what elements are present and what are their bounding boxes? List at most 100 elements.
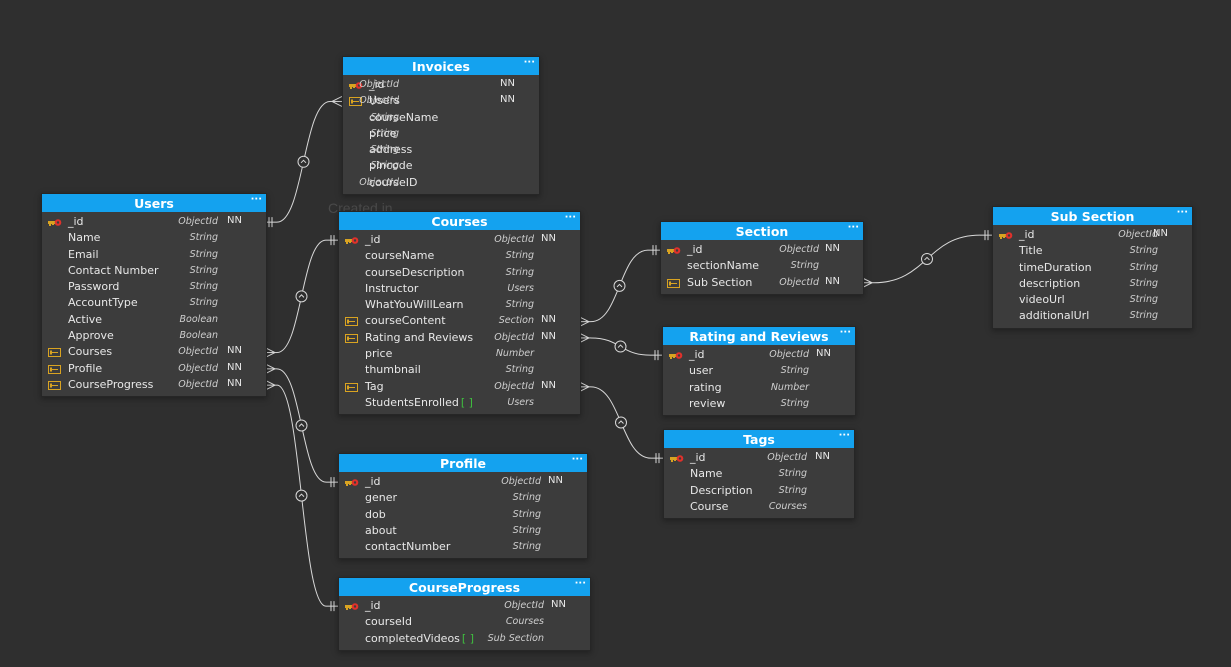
array-marker: [ ] [461, 631, 475, 645]
table-menu-icon[interactable]: ··· [564, 212, 576, 223]
field-name-text: Password [68, 280, 120, 294]
table-menu-icon[interactable]: ··· [1176, 207, 1188, 218]
field-name-text: _id [1019, 228, 1035, 241]
table-menu-icon[interactable]: ··· [571, 454, 583, 465]
field-name: _id [68, 215, 84, 228]
field-row[interactable]: Password String [42, 279, 266, 295]
table-header[interactable]: Section··· [661, 222, 863, 240]
table-header[interactable]: Profile··· [339, 454, 587, 472]
not-null-flag: NN [541, 330, 556, 342]
field-name: courseName [365, 249, 434, 262]
table-header[interactable]: Invoices··· [343, 57, 539, 75]
field-name: _id [689, 348, 705, 361]
table-header[interactable]: Tags··· [664, 430, 854, 448]
table-header[interactable]: Courses··· [339, 212, 580, 230]
field-name-text: Course [690, 499, 729, 513]
table-menu-icon[interactable]: ··· [574, 578, 586, 589]
table-header[interactable]: Users··· [42, 194, 266, 212]
table-header[interactable]: Sub Section··· [993, 207, 1192, 225]
field-row[interactable]: StudentsEnrolled[ ]Users [339, 395, 580, 411]
table-menu-icon[interactable]: ··· [839, 327, 851, 338]
table-header[interactable]: CourseProgress··· [339, 578, 590, 596]
not-null-flag: NN [227, 377, 242, 389]
table-menu-icon[interactable]: ··· [523, 57, 535, 68]
table-menu-icon[interactable]: ··· [250, 194, 262, 205]
field-type: ObjectId [767, 452, 807, 463]
relationship-line [873, 234, 981, 284]
field-type: String [189, 248, 218, 260]
field-type: ObjectId [494, 234, 534, 245]
table-header[interactable]: Rating and Reviews··· [663, 327, 855, 345]
field-row[interactable]: completedVideos[ ]Sub Section [339, 631, 590, 647]
field-name-text: Name [690, 467, 723, 481]
field-name: Instructor [365, 282, 418, 295]
table-menu-icon[interactable]: ··· [847, 222, 859, 233]
field-name: Name [68, 231, 100, 244]
relationship-line [276, 100, 331, 223]
field-type: String [189, 281, 218, 293]
table-menu-icon[interactable]: ··· [838, 430, 850, 441]
